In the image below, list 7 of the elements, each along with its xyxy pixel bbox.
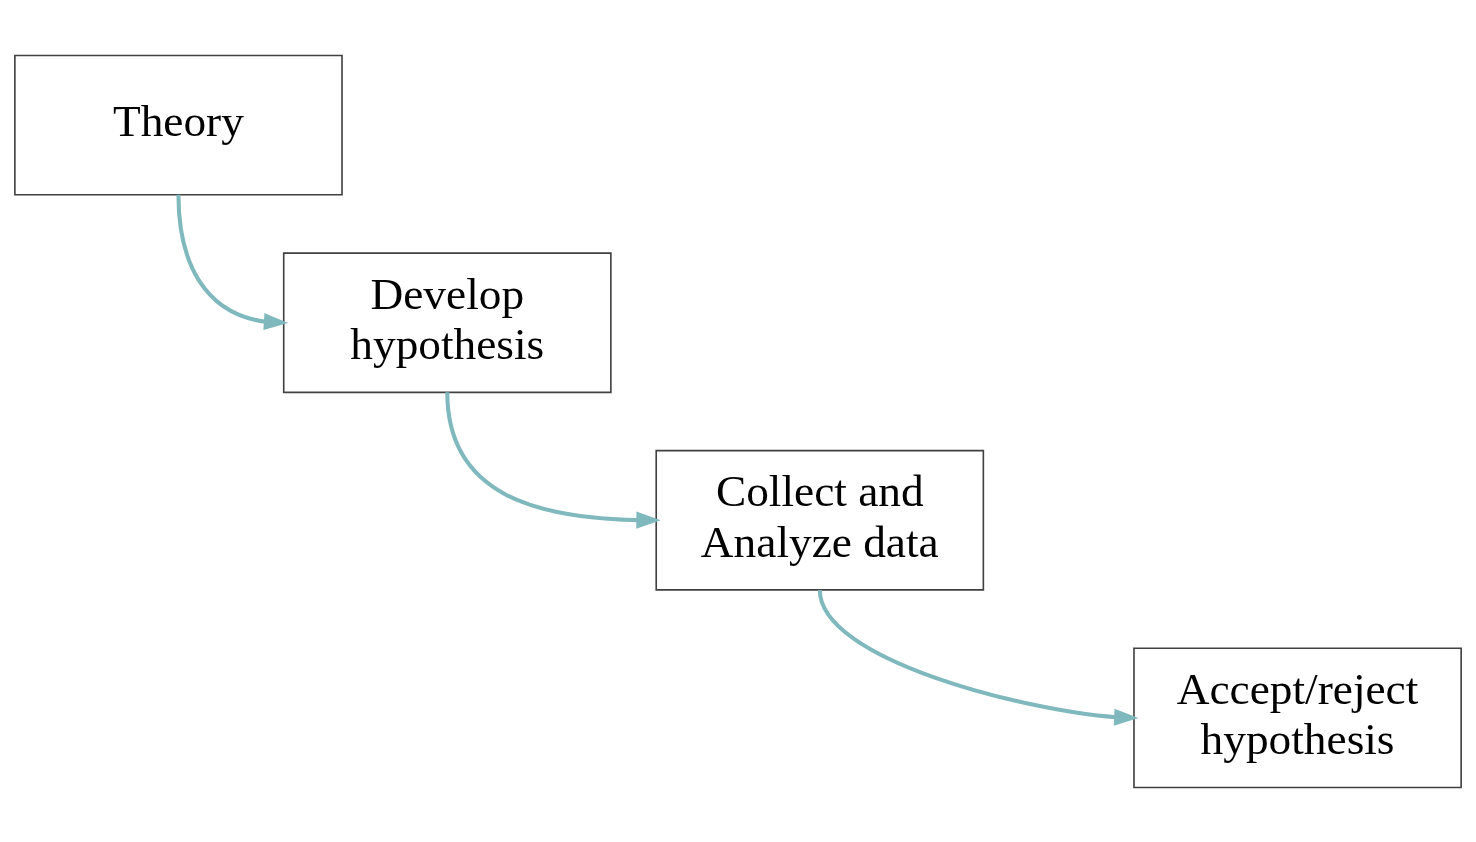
node-box: Collect and Analyze data: [655, 449, 985, 591]
node-box: Develop hypothesis: [282, 251, 612, 393]
arrow: [817, 588, 1139, 726]
arrow: [445, 391, 661, 529]
arrow: [176, 194, 289, 330]
node-box: Accept/reject hypothesis: [1133, 646, 1462, 788]
node-box: Theory: [14, 54, 343, 196]
